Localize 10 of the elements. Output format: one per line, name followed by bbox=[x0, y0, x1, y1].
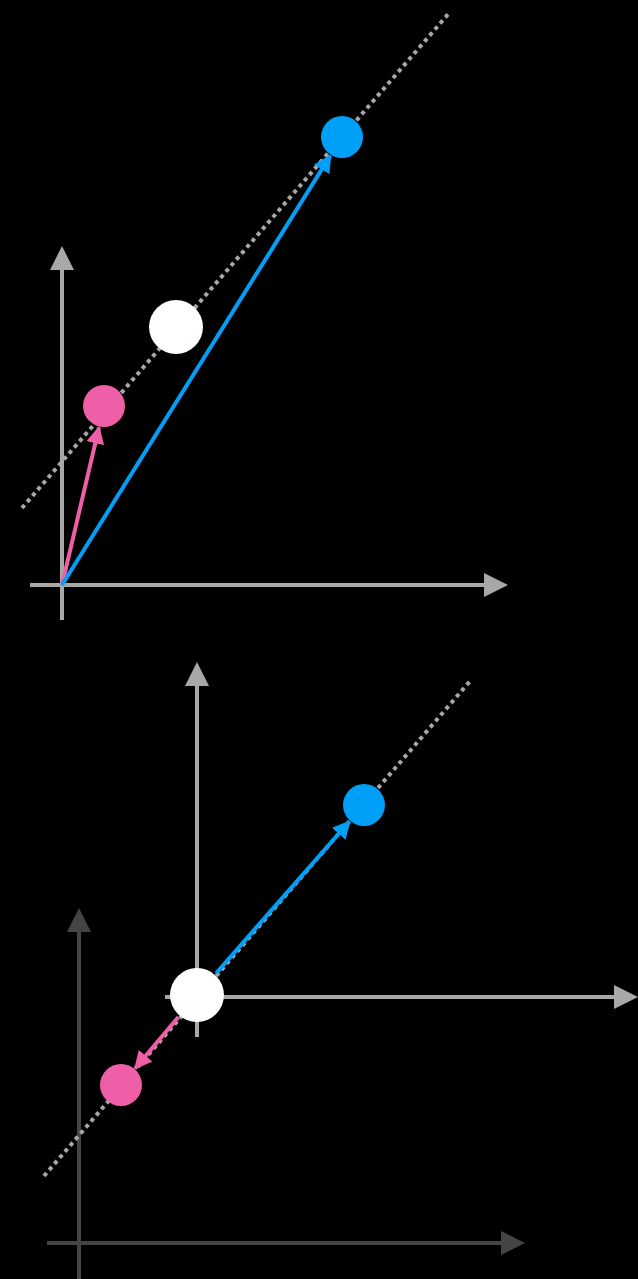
circle-marker bbox=[83, 385, 125, 427]
circle-marker bbox=[170, 968, 224, 1022]
circle-marker bbox=[100, 1064, 142, 1106]
arrow bbox=[133, 1015, 180, 1070]
circle-marker bbox=[321, 116, 363, 158]
circle-marker bbox=[343, 784, 385, 826]
arrow bbox=[214, 820, 351, 975]
arrow bbox=[60, 154, 333, 587]
circle-marker bbox=[149, 300, 203, 354]
arrow bbox=[60, 425, 105, 586]
